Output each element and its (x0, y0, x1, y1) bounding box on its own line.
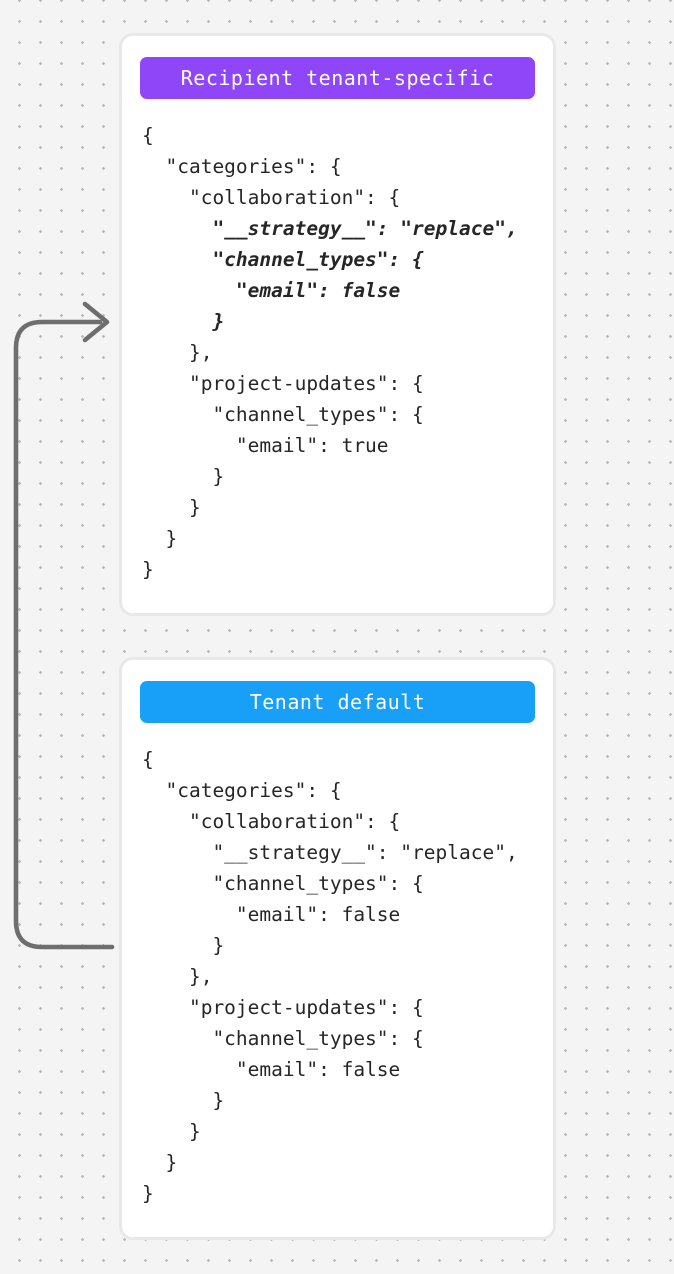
code-line: "channel_types": { (142, 248, 424, 271)
recipient-tenant-specific-card: Recipient tenant-specific { "categories"… (119, 33, 556, 616)
code-line: "__strategy__": "replace", (142, 217, 518, 240)
code-line: "categories": { (142, 155, 342, 178)
recipient-tenant-specific-json-code: { "categories": { "collaboration": { "__… (140, 120, 535, 585)
code-line: "project-updates": { (142, 372, 424, 395)
code-line: "channel_types": { (142, 403, 424, 426)
code-line: } (142, 310, 225, 333)
code-line: } (142, 527, 178, 550)
code-line: } (142, 496, 201, 519)
code-line: }, (142, 341, 213, 364)
code-line: } (142, 934, 225, 957)
tenant-default-badge: Tenant default (140, 681, 535, 723)
recipient-tenant-specific-badge: Recipient tenant-specific (140, 57, 535, 99)
code-line: "channel_types": { (142, 1027, 424, 1050)
tenant-default-card: Tenant default { "categories": { "collab… (119, 657, 556, 1240)
code-line: { (142, 748, 154, 771)
code-line: } (142, 1151, 178, 1174)
code-line: "__strategy__": "replace", (142, 841, 518, 864)
code-line: { (142, 124, 154, 147)
code-line: "email": true (142, 434, 389, 457)
code-line: "categories": { (142, 779, 342, 802)
code-line: } (142, 1120, 201, 1143)
code-line: "collaboration": { (142, 186, 401, 209)
merge-flow-arrow-shaft (13, 319, 115, 950)
code-line: "collaboration": { (142, 810, 401, 833)
merge-flow-arrow-head (82, 301, 110, 343)
code-line: }, (142, 965, 213, 988)
code-line: "channel_types": { (142, 872, 424, 895)
code-line: "email": false (142, 903, 401, 926)
code-line: "project-updates": { (142, 996, 424, 1019)
code-line: } (142, 1182, 154, 1205)
code-line: "email": false (142, 279, 401, 302)
tenant-default-json-code: { "categories": { "collaboration": { "__… (140, 744, 535, 1209)
code-line: } (142, 465, 225, 488)
code-line: } (142, 558, 154, 581)
code-line: } (142, 1089, 225, 1112)
code-line: "email": false (142, 1058, 401, 1081)
